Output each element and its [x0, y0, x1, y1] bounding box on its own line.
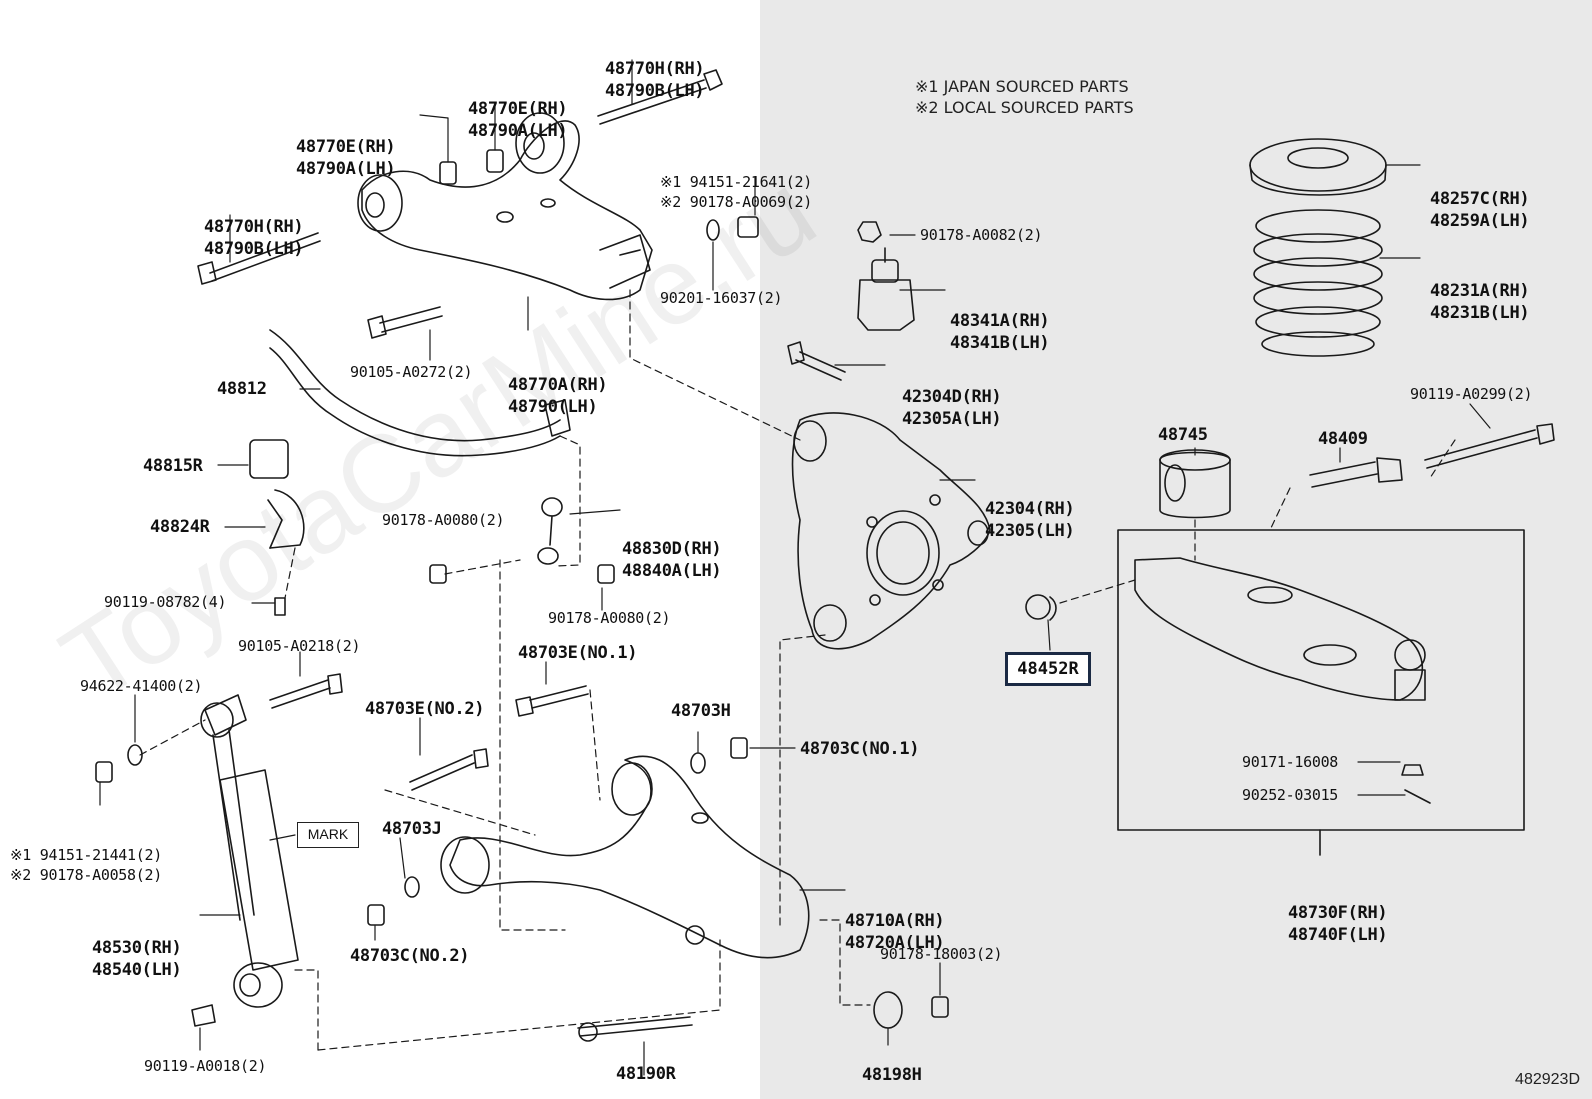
- stabilizer-bar-drawing: [249, 329, 571, 616]
- part-label-94622-41400[interactable]: 94622-41400(2): [80, 677, 203, 695]
- part-label-90119-08782[interactable]: 90119-08782(4): [104, 593, 227, 611]
- dashed-lines: [139, 289, 1456, 1051]
- part-label-48824r[interactable]: 48824R: [150, 517, 210, 537]
- part-label-48190r[interactable]: 48190R: [616, 1064, 676, 1084]
- part-label-90119-a0018[interactable]: 90119-A0018(2): [144, 1057, 267, 1075]
- steering-knuckle-drawing: [787, 341, 991, 650]
- part-label-90119-a0299[interactable]: 90119-A0299(2): [1410, 385, 1533, 403]
- document-number: 482923D: [1515, 1071, 1580, 1088]
- part-label-48710a[interactable]: 48710A(RH)48720A(LH): [845, 911, 945, 953]
- lower-control-arm-drawing: [367, 685, 949, 1042]
- upper-control-arm-drawing: [357, 112, 653, 301]
- part-label-48530[interactable]: 48530(RH)48540(LH): [92, 938, 182, 980]
- bolts-upper: [197, 69, 882, 339]
- part-label-48815r[interactable]: 48815R: [143, 456, 203, 476]
- part-label-48703e-no1[interactable]: 48703E(NO.1): [518, 643, 638, 663]
- part-label-90201-16037[interactable]: 90201-16037(2): [660, 289, 783, 307]
- part-label-48231a[interactable]: 48231A(RH)48231B(LH): [1430, 281, 1530, 323]
- part-label-48745[interactable]: 48745: [1158, 425, 1208, 445]
- ball-joint-drawing: [857, 247, 915, 331]
- part-label-48830d[interactable]: 48830D(RH)48840A(LH): [622, 539, 722, 581]
- part-label-90105-a0272[interactable]: 90105-A0272(2): [350, 363, 473, 381]
- part-label-48770a[interactable]: 48770A(RH)48790(LH): [508, 375, 608, 417]
- shock-absorber-drawing: [95, 673, 343, 1027]
- part-label-48703c-no2[interactable]: 48703C(NO.2): [350, 946, 470, 966]
- part-label-90178-a0080-b[interactable]: 90178-A0080(2): [548, 609, 671, 627]
- lower-arm-assembly-drawing: [1025, 423, 1555, 856]
- part-label-42304[interactable]: 42304(RH)42305(LH): [985, 499, 1075, 541]
- part-label-48341a[interactable]: 48341A(RH)48341B(LH): [950, 311, 1050, 353]
- legend-note-japan: ※1 JAPAN SOURCED PARTS: [915, 77, 1129, 96]
- part-label-48703j[interactable]: 48703J: [382, 819, 442, 839]
- mark-callout: MARK: [297, 822, 359, 848]
- part-label-48703c-no1[interactable]: 48703C(NO.1): [800, 739, 920, 759]
- part-label-94151-21441[interactable]: ※1 94151-21441(2)※2 90178-A0058(2): [10, 846, 162, 884]
- stabilizer-link-drawing: [429, 497, 615, 584]
- part-label-94151-21641[interactable]: ※1 94151-21641(2)※2 90178-A0069(2): [660, 173, 812, 211]
- part-label-48198h[interactable]: 48198H: [862, 1065, 922, 1085]
- part-label-90252-03015[interactable]: 90252-03015: [1242, 786, 1339, 804]
- part-label-48703e-no2[interactable]: 48703E(NO.2): [365, 699, 485, 719]
- part-label-48770e-left[interactable]: 48770E(RH)48790A(LH): [296, 137, 396, 179]
- part-label-90105-a0218[interactable]: 90105-A0218(2): [238, 637, 361, 655]
- part-label-90178-a0080-a[interactable]: 90178-A0080(2): [382, 511, 505, 529]
- part-label-48770h-left[interactable]: 48770H(RH)48790B(LH): [204, 217, 304, 259]
- part-label-48703h[interactable]: 48703H: [671, 701, 731, 721]
- part-label-90178-18003[interactable]: 90178-18003(2): [880, 945, 1003, 963]
- part-label-48409[interactable]: 48409: [1318, 429, 1368, 449]
- highlighted-part-48452r[interactable]: 48452R: [1005, 652, 1091, 686]
- part-label-48812[interactable]: 48812: [217, 379, 267, 399]
- leader-lines: [99, 59, 1491, 1076]
- part-label-90171-16008[interactable]: 90171-16008: [1242, 753, 1339, 771]
- part-label-42304d[interactable]: 42304D(RH)42305A(LH): [902, 387, 1002, 429]
- part-label-48770e-mid[interactable]: 48770E(RH)48790A(LH): [468, 99, 568, 141]
- part-label-48770h-top[interactable]: 48770H(RH)48790B(LH): [605, 59, 705, 101]
- legend-note-local: ※2 LOCAL SOURCED PARTS: [915, 98, 1134, 117]
- part-label-48730f[interactable]: 48730F(RH)48740F(LH): [1288, 903, 1388, 945]
- part-label-48257c[interactable]: 48257C(RH)48259A(LH): [1430, 189, 1530, 231]
- part-label-90178-a0082[interactable]: 90178-A0082(2): [920, 226, 1043, 244]
- coil-spring-drawing: [1249, 138, 1387, 357]
- shaded-panel: [760, 0, 1592, 1099]
